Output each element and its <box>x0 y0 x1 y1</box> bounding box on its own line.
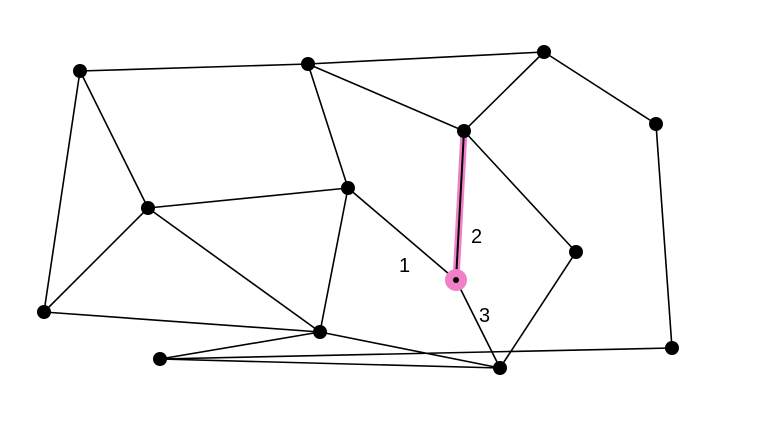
edge-n6-n10 <box>147 207 321 333</box>
node-n14 <box>153 352 167 366</box>
node-n4 <box>649 117 663 131</box>
edge-n7-n8 <box>347 187 457 281</box>
edge-label-3: 3 <box>479 305 490 327</box>
node-n8 <box>453 277 459 283</box>
edge-n2-n5 <box>307 63 465 132</box>
edge-n11-n14 <box>159 347 673 360</box>
edge-label-2: 2 <box>471 226 482 248</box>
edge-n7-n2 <box>307 63 349 189</box>
edge-n1-n2 <box>79 63 309 72</box>
node-n7 <box>341 181 355 195</box>
node-n10 <box>313 325 327 339</box>
edge-n6-n7 <box>147 187 349 209</box>
edge-n10-n9 <box>319 331 501 369</box>
edge-labels-group: 1 2 3 <box>399 226 490 327</box>
edge-n13-n1 <box>43 70 81 313</box>
node-n12 <box>569 245 583 259</box>
edge-label-1: 1 <box>399 255 410 277</box>
highlight-group <box>452 127 468 284</box>
highlighted-edge <box>455 130 465 281</box>
edge-n2-n3 <box>307 51 545 65</box>
edge-n6-n13 <box>43 207 149 313</box>
nodes-group <box>37 45 679 375</box>
edge-n1-n6 <box>79 70 149 209</box>
node-n3 <box>537 45 551 59</box>
node-n13 <box>37 305 51 319</box>
edge-n5-n3 <box>463 51 545 132</box>
edges-group <box>43 51 673 369</box>
edge-n8-n9 <box>455 279 501 369</box>
edge-n7-n10 <box>319 187 349 333</box>
node-n5 <box>457 124 471 138</box>
node-n1 <box>73 64 87 78</box>
node-n11 <box>665 341 679 355</box>
node-n9 <box>493 361 507 375</box>
edge-n14-n10 <box>159 331 321 360</box>
edge-n12-n9 <box>499 251 577 369</box>
edge-n4-n11 <box>655 123 673 349</box>
edge-n9-n14 <box>159 358 501 369</box>
edge-n5-n12 <box>463 130 577 253</box>
edge-n3-n4 <box>543 51 657 125</box>
node-n6 <box>141 201 155 215</box>
edge-n10-n13 <box>43 311 321 333</box>
node-n2 <box>301 57 315 71</box>
